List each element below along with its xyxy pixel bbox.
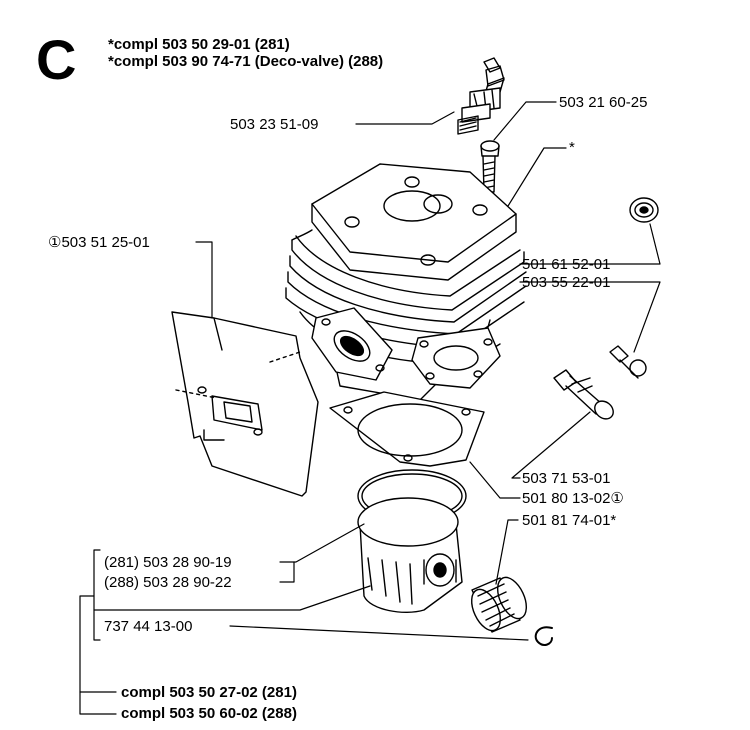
part-label-screw: 503 21 60-25 xyxy=(559,94,648,111)
part-label-heat-shield: ①503 51 25-01 xyxy=(48,234,150,251)
piston-drawing xyxy=(357,497,463,613)
part-label-plug-cap: 501 61 52-01 xyxy=(522,256,611,273)
header-line-1: *compl 503 50 29-01 (281) xyxy=(108,36,290,53)
heat-shield-drawing xyxy=(171,311,319,497)
screw-drawing xyxy=(480,140,500,193)
gasket-drawing xyxy=(329,391,485,467)
decomp-valve-drawing xyxy=(609,345,647,379)
leader-lines xyxy=(79,101,661,715)
circlip-drawing xyxy=(534,626,553,646)
section-letter: C xyxy=(36,28,77,91)
part-label-spark-plug: 503 23 51-09 xyxy=(230,116,319,133)
part-label-cylinder: * xyxy=(569,139,575,156)
plug-cap-drawing xyxy=(629,197,659,223)
stud-drawing xyxy=(553,369,614,420)
part-label-circlip: 737 44 13-00 xyxy=(104,618,193,635)
footer-compl-288: compl 503 50 60-02 (288) xyxy=(121,705,297,722)
needle-bearing-drawing xyxy=(470,576,528,633)
footer-compl-281: compl 503 50 27-02 (281) xyxy=(121,684,297,701)
part-label-piston-281: (281) 503 28 90-19 xyxy=(104,554,232,571)
header-line-2: *compl 503 90 74-71 (Deco-valve) (288) xyxy=(108,53,384,70)
part-label-piston-288: (288) 503 28 90-22 xyxy=(104,574,232,591)
spark-plug-drawing xyxy=(457,57,505,135)
part-label-bearing: 501 81 74-01* xyxy=(522,512,617,529)
part-label-stud: 503 71 53-01 xyxy=(522,470,611,487)
cylinder-drawing xyxy=(285,163,527,401)
part-label-gasket: 501 80 13-02① xyxy=(522,490,624,507)
part-label-decomp-valve: 503 55 22-01 xyxy=(522,274,611,291)
